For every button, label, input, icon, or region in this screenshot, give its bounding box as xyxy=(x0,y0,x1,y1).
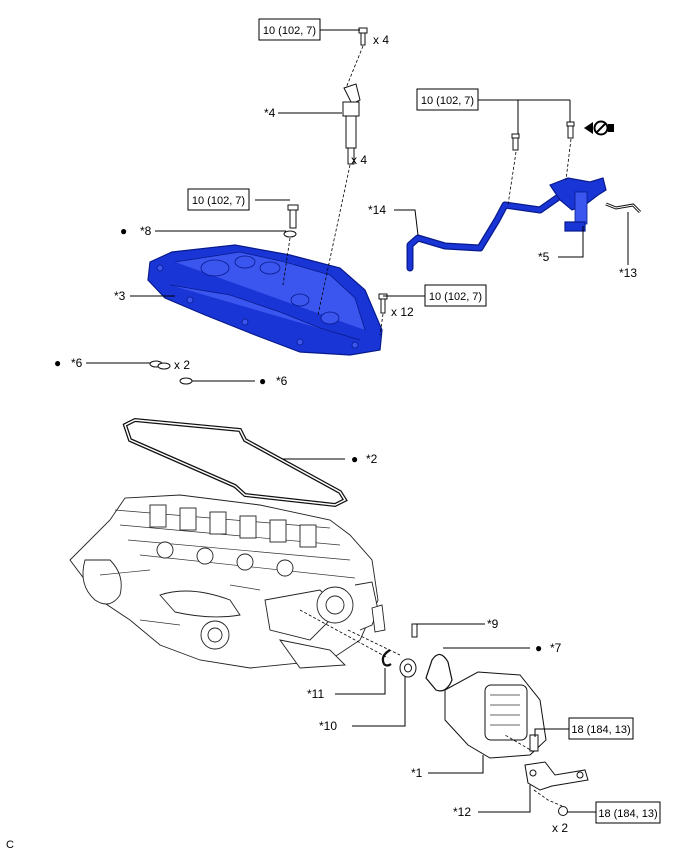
housing-bolt xyxy=(529,734,539,752)
engine-assembly-illustration xyxy=(69,494,386,669)
callout-7: *7 xyxy=(550,641,562,655)
torque-spec-valve-bolts: 10 (102, 7) xyxy=(421,95,474,107)
stud-bolt xyxy=(287,204,299,229)
callout-2: *2 xyxy=(366,452,378,466)
leader-lines xyxy=(86,29,629,813)
callout-12: *12 xyxy=(453,805,471,819)
spark-plug-tube-gasket-pair xyxy=(149,360,171,370)
torque-spec-cover-bolts: 10 (102, 7) xyxy=(429,291,482,303)
torque-spec-housing-bolt: 18 (184, 13) xyxy=(571,724,630,736)
cover-o-ring xyxy=(425,653,453,692)
ventilation-pipe xyxy=(406,192,564,272)
pin xyxy=(411,623,418,638)
coil-bolt xyxy=(358,27,368,46)
non-reusable-bullet: ● xyxy=(54,356,61,370)
callout-14: *14 xyxy=(368,203,386,217)
torque-box-stud-bolt xyxy=(187,188,250,211)
non-reusable-bullet: ● xyxy=(351,452,358,466)
callout-3: *3 xyxy=(114,289,126,303)
cam-housing-cover xyxy=(444,671,547,759)
qty-coil-bolt: x 4 xyxy=(373,33,389,47)
valve-bolts xyxy=(511,121,575,151)
callout-6a: *6 xyxy=(71,356,83,370)
torque-spec-stud-bolt: 10 (102, 7) xyxy=(192,195,245,207)
non-reusable-bullet: ● xyxy=(535,641,542,655)
callout-5: *5 xyxy=(538,250,550,264)
cover-bolt xyxy=(378,293,388,314)
torque-box-housing-bolt xyxy=(568,717,634,740)
torque-box-bracket-nuts xyxy=(595,801,661,824)
cylinder-head-cover-gasket xyxy=(122,417,348,508)
cylinder-head-cover xyxy=(147,244,383,356)
torque-box-coil-bolt xyxy=(258,18,321,41)
vacuum-hose xyxy=(605,202,642,214)
qty-cover-bolts: x 12 xyxy=(391,305,414,319)
torque-spec-coil-bolt: 10 (102, 7) xyxy=(263,25,316,37)
callout-8: *8 xyxy=(140,224,152,238)
non-reusable-bullet: ● xyxy=(120,224,127,238)
torque-box-valve-bolts xyxy=(416,88,479,111)
callout-11: *11 xyxy=(307,687,324,701)
ignition-coil xyxy=(342,83,361,165)
do-not-reuse-icon xyxy=(584,120,614,136)
corner-code: C xyxy=(6,839,14,851)
callout-10: *10 xyxy=(319,719,337,733)
qty-coil: x 4 xyxy=(351,153,367,167)
qty-gasket: x 2 xyxy=(174,358,190,372)
callout-6b: *6 xyxy=(276,374,288,388)
callout-9: *9 xyxy=(487,617,499,631)
torque-box-cover-bolts xyxy=(424,284,487,307)
torque-spec-bracket-nuts: 18 (184, 13) xyxy=(598,808,657,820)
snap-ring xyxy=(381,649,392,667)
non-reusable-bullet: ● xyxy=(259,374,266,388)
callout-4: *4 xyxy=(264,106,276,120)
callout-13: *13 xyxy=(619,266,637,280)
spark-plug-tube-gasket xyxy=(179,377,193,385)
callout-1: *1 xyxy=(411,766,423,780)
bracket-nut xyxy=(558,806,568,816)
engine-hanger-bracket xyxy=(524,761,589,791)
vacuum-switching-valve xyxy=(549,177,607,232)
qty-bracket-nuts: x 2 xyxy=(552,821,568,835)
stud-gasket xyxy=(283,230,297,238)
oil-seal xyxy=(399,658,417,678)
